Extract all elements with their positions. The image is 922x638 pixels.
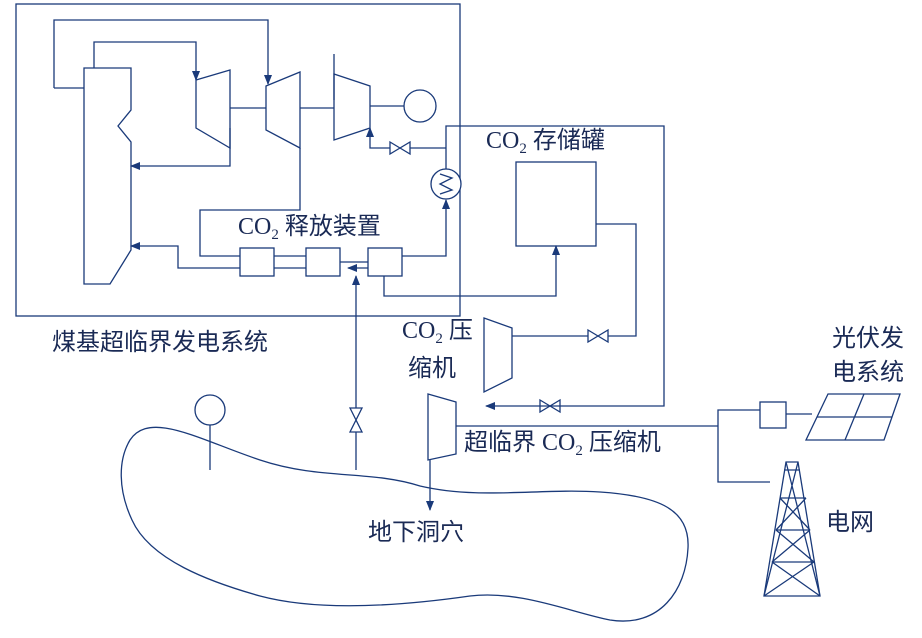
power-line	[456, 409, 770, 483]
release-unit-2	[305, 247, 341, 277]
label-co2-compressor-line2: 缩机	[408, 355, 456, 382]
coal-power-system-boundary	[15, 3, 461, 317]
release-to-hx	[402, 199, 450, 257]
steam-line-reheat	[93, 41, 200, 81]
underground-cave	[120, 426, 689, 622]
release-unit-1	[239, 247, 275, 277]
inverter	[759, 401, 787, 429]
valve-tank-compressor	[587, 328, 609, 344]
valve-supercritical	[539, 398, 561, 414]
label-coal-power-system: 煤基超临界发电系统	[52, 329, 268, 356]
co2-compressor	[483, 317, 513, 394]
pv-panel-grid	[817, 393, 892, 441]
release-to-boiler	[130, 242, 240, 269]
label-co2-release-device: CO2 释放装置	[238, 213, 381, 243]
co2-storage-tank	[515, 161, 597, 247]
release-unit-3	[367, 247, 403, 277]
label-pv-line1: 光伏发	[832, 325, 904, 352]
storage-tank-line	[445, 125, 665, 410]
hp-turbine	[195, 69, 231, 150]
label-co2-compressor-line1: CO2 压	[402, 318, 473, 347]
label-co2-storage-tank: CO2 存储罐	[486, 127, 605, 157]
tank-to-compressor	[512, 223, 637, 337]
heat-exchanger	[430, 168, 462, 200]
lp-turbine	[333, 73, 371, 141]
grid-tower	[763, 461, 821, 597]
valve-top	[389, 140, 411, 156]
reheat-return	[130, 128, 231, 170]
valve-line-top	[370, 128, 446, 149]
label-pv-line2: 电系统	[832, 359, 904, 386]
label-supercritical-compressor: 超临界 CO2 压缩机	[464, 429, 661, 459]
valve-cave	[348, 407, 364, 433]
label-underground-cave: 地下洞穴	[368, 519, 464, 546]
steam-line-main	[53, 19, 268, 88]
heat-exchanger-coil	[438, 173, 454, 195]
supercritical-co2-compressor	[427, 393, 457, 461]
ip-turbine	[265, 71, 301, 150]
pressure-gauge	[194, 394, 226, 426]
release-to-tank	[383, 245, 560, 297]
label-grid: 电网	[826, 509, 874, 536]
boiler	[83, 67, 132, 285]
generator	[403, 89, 437, 123]
ip-down-line	[199, 148, 301, 257]
